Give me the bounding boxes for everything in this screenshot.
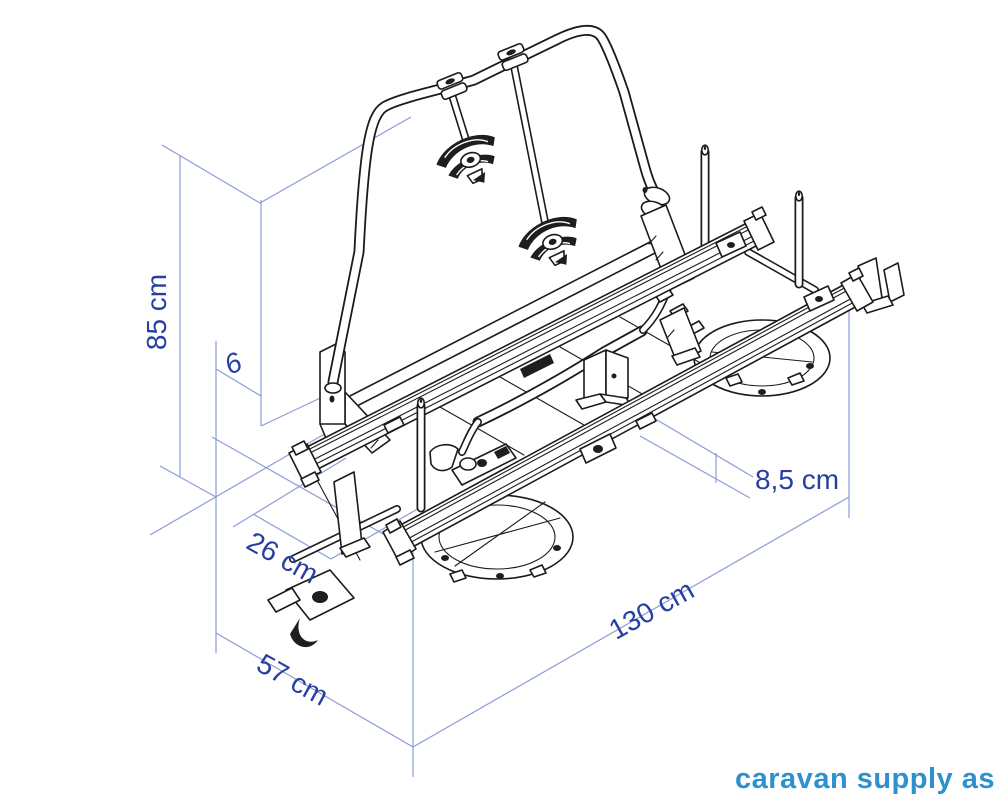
dimension-label-rail-spacing: 26 cm xyxy=(242,526,324,590)
frame-members xyxy=(315,241,905,561)
box-bottom-axis-line xyxy=(149,420,348,536)
bike-holder-front xyxy=(436,71,495,185)
bike-holder-rear xyxy=(497,42,577,267)
dimension-label-rail-height-difference: 8,5 cm xyxy=(755,464,839,495)
carrier-line-drawing xyxy=(267,24,905,648)
ball-coupling xyxy=(429,443,517,486)
brand-logo: caravan supply as xyxy=(735,763,995,795)
box-bottom-edge-left xyxy=(159,465,217,498)
dimension-label-depth: 57 cm xyxy=(252,648,334,712)
pedal-cradle-icon xyxy=(518,216,577,267)
dimension-line-wall-offset xyxy=(215,368,262,397)
construction-lines xyxy=(149,116,850,777)
towbar-coupler-left xyxy=(267,505,401,648)
pedal-cradle-icon xyxy=(436,134,495,185)
rail-clamp-icon xyxy=(436,71,468,101)
dimension-label-length: 130 cm xyxy=(604,574,699,646)
box-top-edge-left xyxy=(161,144,261,204)
extension-rail-spacing-1 xyxy=(232,457,347,528)
dimension-label-height: 85 cm xyxy=(141,274,172,350)
box-top-edge-right xyxy=(259,116,412,204)
locking-pins-rear xyxy=(700,144,804,289)
dimension-line-rail-spacing xyxy=(252,513,332,560)
dimension-line-length xyxy=(412,496,850,748)
wheel-rail-front xyxy=(382,267,874,566)
wheel-rail-rear xyxy=(288,206,775,488)
rail-clamp-icon xyxy=(497,42,529,72)
extension-rail-height-2 xyxy=(639,435,751,499)
arch-bar xyxy=(324,24,695,394)
locking-pin-front xyxy=(416,397,426,513)
dimension-label-wall-offset: 6 xyxy=(219,346,247,381)
dimension-line-depth xyxy=(215,632,414,748)
swing-beam xyxy=(458,284,705,456)
